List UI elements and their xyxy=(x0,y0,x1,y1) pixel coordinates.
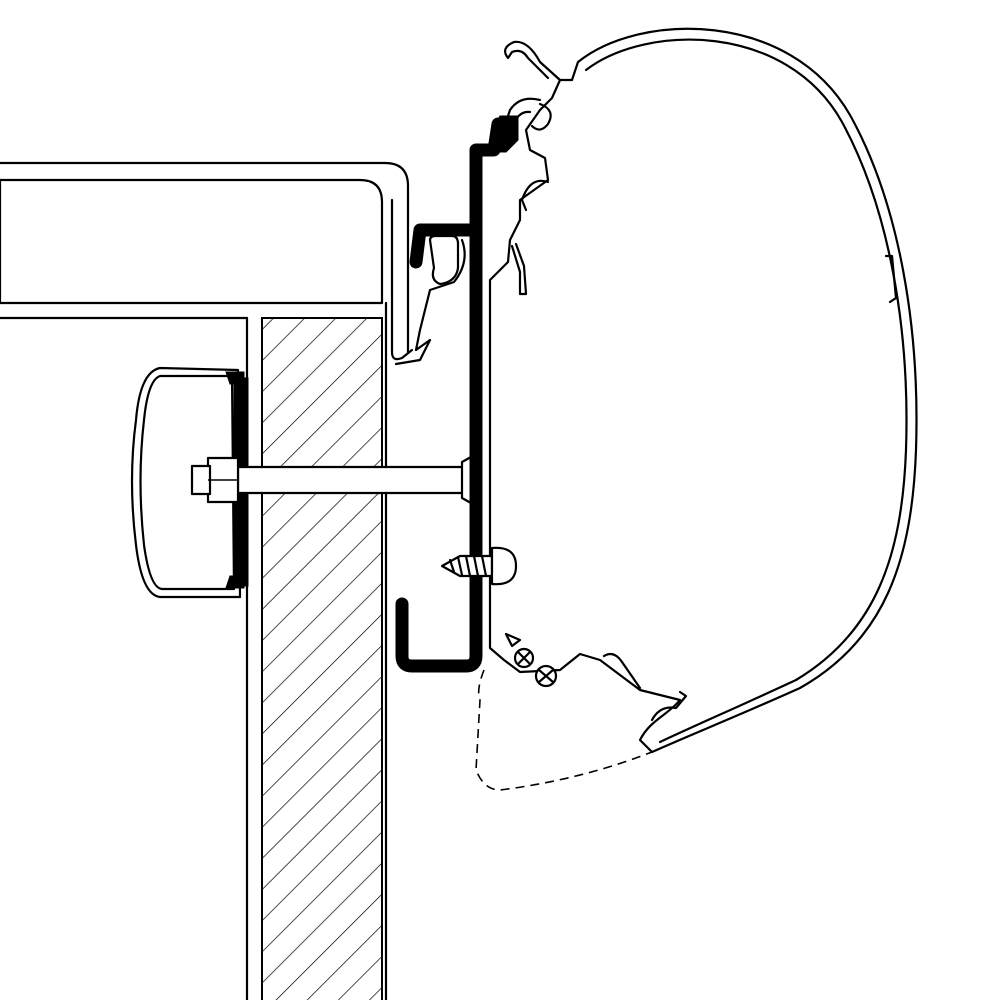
adapter-bracket xyxy=(395,115,519,673)
wall-panel xyxy=(245,301,388,1000)
rail-clip xyxy=(394,238,466,366)
awning-housing xyxy=(488,27,918,754)
rail-screws xyxy=(504,632,558,688)
screw xyxy=(440,546,518,586)
awning-rail-outline xyxy=(475,669,653,791)
roof-panel xyxy=(0,161,414,361)
